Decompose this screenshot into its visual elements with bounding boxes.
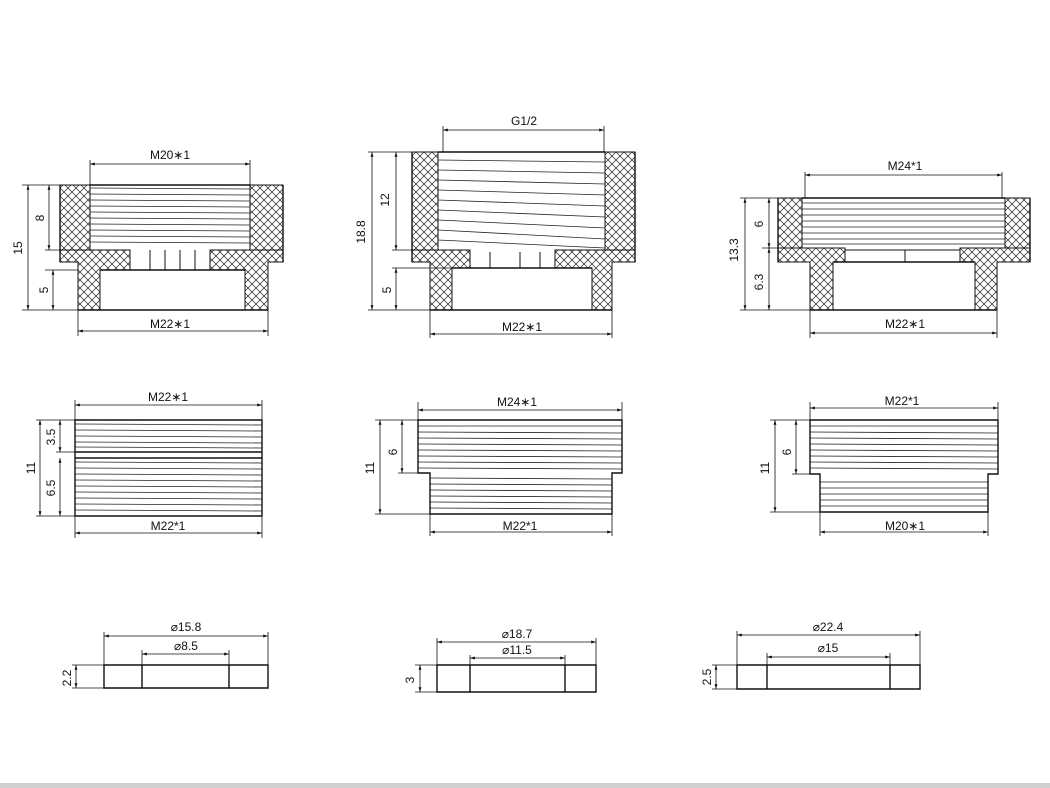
overall-height-1c: 13.3 [727,238,741,262]
top-thread-label-2c: M22*1 [885,394,920,408]
nipple-2b: M24∗1 M22*1 11 6 [363,395,623,536]
upper-height-2b: 6 [386,448,400,455]
bottom-thread-label-1c: M22∗1 [885,317,925,331]
bottom-thread-label-2b: M22*1 [503,519,538,533]
nipple-2c: M22*1 M20∗1 11 6 [758,394,999,536]
bottom-thread-label-1b: M22∗1 [502,320,542,334]
nipple-2a: M22∗1 M22*1 11 3.5 6.5 [24,390,263,538]
outer-diameter-b: ⌀18.7 [502,627,533,641]
upper-height-2a: 3.5 [44,428,58,445]
bottom-thread-label-2a: M22*1 [151,519,186,533]
lower-height-1a: 5 [37,286,51,293]
lower-height-1b: 5 [380,286,394,293]
adapter-1a-section: M20∗1 M22∗1 15 8 5 [11,148,284,336]
lower-height-2a: 6.5 [44,479,58,496]
thickness-a: 2.2 [60,669,74,686]
top-thread-label-1b: G1/2 [511,114,537,128]
thread-lines-1a [89,187,251,244]
lower-height-1c: 6.3 [752,273,766,290]
washer-a: ⌀15.8 ⌀8.5 2.2 [60,620,269,689]
upper-height-1c: 6 [752,220,766,227]
overall-height-2b: 11 [363,461,377,474]
inner-diameter-b: ⌀11.5 [502,643,532,657]
washer-b: ⌀18.7 ⌀11.5 3 [403,627,597,693]
upper-height-2c: 6 [780,448,794,455]
top-thread-label-2b: M24∗1 [497,395,537,409]
thickness-b: 3 [403,676,417,683]
upper-height-1a: 8 [33,214,47,221]
washer-c: ⌀22.4 ⌀15 2.5 [700,620,921,690]
thickness-c: 2.5 [700,668,714,685]
overall-height-2a: 11 [24,461,38,474]
outer-diameter-a: ⌀15.8 [171,620,202,634]
bottom-thread-label-2c: M20∗1 [885,519,925,533]
inner-diameter-c: ⌀15 [818,641,839,655]
bottom-border [0,783,1050,788]
overall-height-1b: 18.8 [354,220,368,244]
overall-height-2c: 11 [758,461,772,474]
outer-diameter-c: ⌀22.4 [813,620,844,634]
inner-diameter-a: ⌀8.5 [174,639,198,653]
adapter-1b-section: G1/2 M22∗1 18.8 12 5 [354,114,636,338]
top-thread-label-2a: M22∗1 [148,390,188,404]
thread-lines-1b [437,159,606,249]
thread-lines-1c [802,202,1005,245]
top-thread-label-1c: M24*1 [888,159,923,173]
upper-height-1b: 12 [378,193,392,207]
bottom-thread-label-1a: M22∗1 [150,317,190,331]
overall-height-1a: 15 [11,241,25,255]
top-thread-label-1a: M20∗1 [150,148,190,162]
adapter-1c-section: M24*1 M22∗1 13.3 6 6.3 [727,159,1031,338]
